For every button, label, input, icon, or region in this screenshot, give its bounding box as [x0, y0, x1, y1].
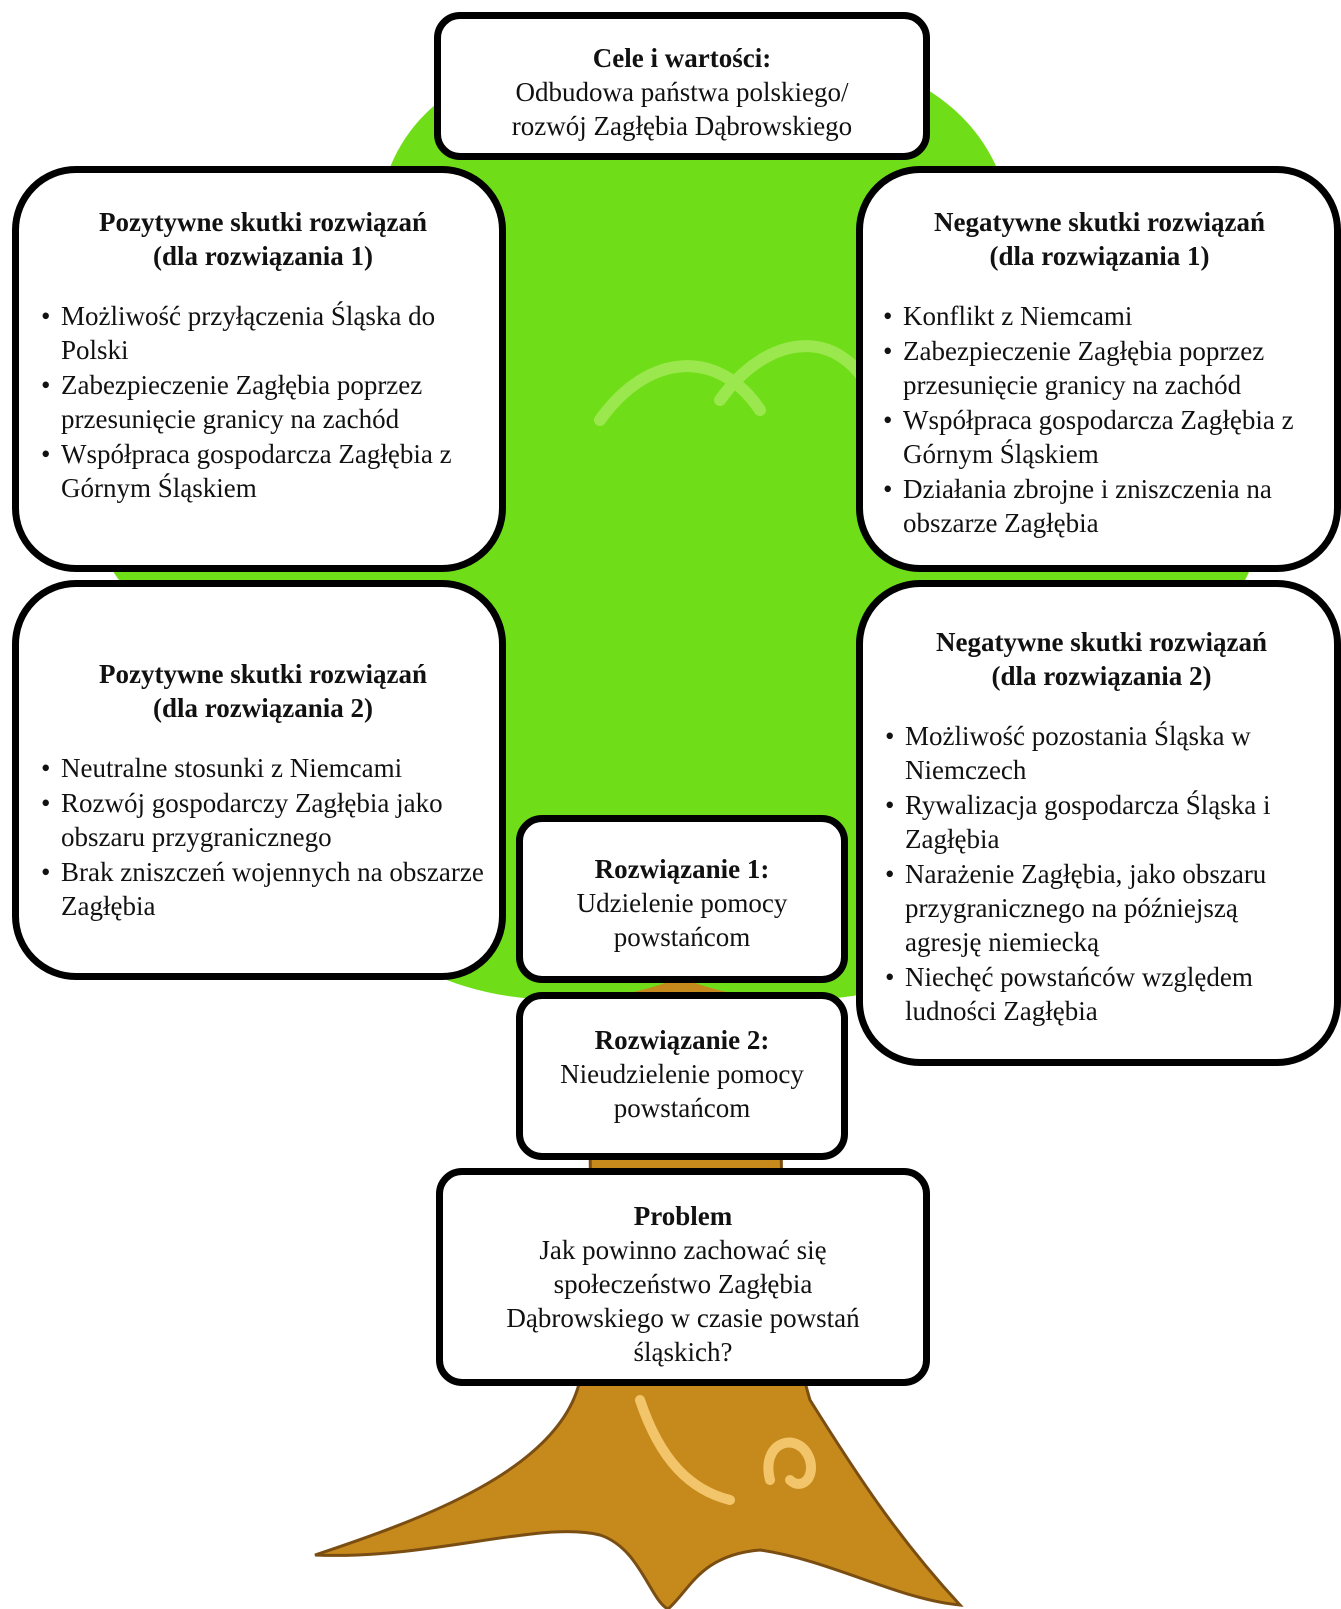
- list-item: Konflikt z Niemcami: [883, 299, 1316, 333]
- positive-effects-2-box: Pozytywne skutki rozwiązań (dla rozwiąza…: [12, 580, 506, 980]
- goals-line: rozwój Zagłębia Dąbrowskiego: [511, 111, 853, 141]
- title-line: Pozytywne skutki rozwiązań: [99, 207, 427, 237]
- problem-title: Problem: [633, 1201, 733, 1231]
- problem-line: Jak powinno zachować się: [539, 1235, 827, 1265]
- solution-1-line: Udzielenie pomocy: [576, 888, 788, 918]
- title-line: (dla rozwiązania 1): [989, 241, 1210, 271]
- list-item: Brak zniszczeń wojennych na obszarze Zag…: [41, 855, 485, 923]
- negative-effects-2-title: Negatywne skutki rozwiązań (dla rozwiąza…: [885, 625, 1318, 693]
- problem-box: Problem Jak powinno zachować się społecz…: [436, 1168, 930, 1386]
- list-item: Działania zbrojne i zniszczenia na obsza…: [883, 472, 1316, 540]
- list-item: Współpraca gospodarcza Zagłębia z Górnym…: [883, 403, 1316, 471]
- solution-2-line: Nieudzielenie pomocy: [560, 1059, 804, 1089]
- list-item: Niechęć powstańców względem ludności Zag…: [885, 960, 1318, 1028]
- goals-line: Odbudowa państwa polskiego/: [515, 77, 849, 107]
- trunk-curl: [763, 1437, 816, 1489]
- positive-effects-1-box: Pozytywne skutki rozwiązań (dla rozwiąza…: [12, 166, 506, 572]
- list-item: Współpraca gospodarcza Zagłębia z Górnym…: [41, 437, 485, 505]
- list-item: Neutralne stosunki z Niemcami: [41, 751, 485, 785]
- solution-2-box: Rozwiązanie 2: Nieudzielenie pomocy pows…: [516, 992, 848, 1160]
- list-item: Narażenie Zagłębia, jako obszaru przygra…: [885, 857, 1318, 959]
- positive-effects-1-title: Pozytywne skutki rozwiązań (dla rozwiąza…: [41, 205, 485, 273]
- list-item: Rozwój gospodarczy Zagłębia jako obszaru…: [41, 786, 485, 854]
- positive-effects-2-title: Pozytywne skutki rozwiązań (dla rozwiąza…: [41, 657, 485, 725]
- negative-effects-2-list: Możliwość pozostania Śląska w Niemczech …: [885, 719, 1318, 1028]
- title-line: Pozytywne skutki rozwiązań: [99, 659, 427, 689]
- list-item: Rywalizacja gospodarcza Śląska i Zagłębi…: [885, 788, 1318, 856]
- solution-2-title: Rozwiązanie 2:: [594, 1025, 770, 1055]
- goals-title: Cele i wartości:: [592, 43, 772, 73]
- trunk-highlight: [635, 1395, 735, 1505]
- title-line: (dla rozwiązania 1): [153, 241, 373, 271]
- list-item: Zabezpieczenie Zagłębia poprzez przesuni…: [41, 368, 485, 436]
- list-item: Zabezpieczenie Zagłębia poprzez przesuni…: [883, 334, 1316, 402]
- list-item: Możliwość pozostania Śląska w Niemczech: [885, 719, 1318, 787]
- positive-effects-2-list: Neutralne stosunki z Niemcami Rozwój gos…: [41, 751, 485, 923]
- title-line: (dla rozwiązania 2): [991, 661, 1212, 691]
- title-line: Negatywne skutki rozwiązań: [935, 627, 1267, 657]
- negative-effects-1-title: Negatywne skutki rozwiązań (dla rozwiąza…: [883, 205, 1316, 273]
- positive-effects-1-list: Możliwość przyłączenia Śląska do Polski …: [41, 299, 485, 505]
- solution-1-box: Rozwiązanie 1: Udzielenie pomocy powstań…: [516, 815, 848, 983]
- negative-effects-1-list: Konflikt z Niemcami Zabezpieczenie Zagłę…: [883, 299, 1316, 540]
- title-line: Negatywne skutki rozwiązań: [933, 207, 1265, 237]
- negative-effects-2-box: Negatywne skutki rozwiązań (dla rozwiąza…: [856, 580, 1341, 1066]
- problem-line: społeczeństwo Zagłębia: [553, 1269, 813, 1299]
- goals-box: Cele i wartości: Odbudowa państwa polski…: [434, 12, 930, 160]
- problem-line: śląskich?: [633, 1337, 733, 1367]
- negative-effects-1-box: Negatywne skutki rozwiązań (dla rozwiąza…: [856, 166, 1341, 572]
- list-item: Możliwość przyłączenia Śląska do Polski: [41, 299, 485, 367]
- solution-2-line: powstańcom: [613, 1093, 751, 1123]
- solution-1-title: Rozwiązanie 1:: [594, 854, 770, 884]
- canopy-highlight-1: [594, 360, 766, 426]
- problem-line: Dąbrowskiego w czasie powstań: [506, 1303, 860, 1333]
- title-line: (dla rozwiązania 2): [153, 693, 373, 723]
- solution-1-line: powstańcom: [613, 922, 751, 952]
